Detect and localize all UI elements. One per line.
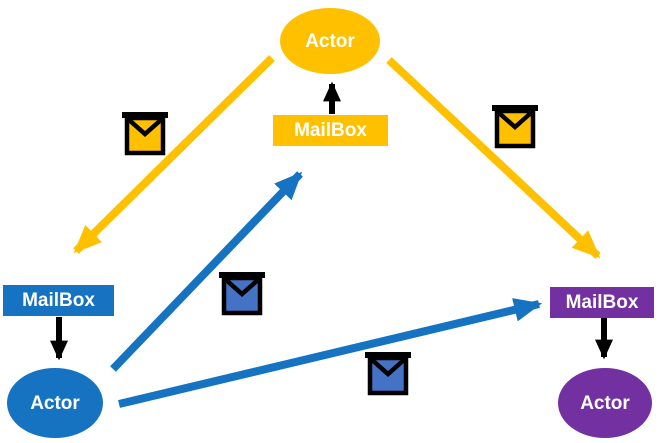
actor-label: Actor [30, 392, 80, 414]
actor-node-blue: Actor [7, 368, 103, 438]
actor-label: Actor [305, 30, 355, 52]
message-arrow-gold-to-right-mailbox [386, 57, 601, 259]
actor-node-purple: Actor [558, 368, 652, 438]
envelope-icon [492, 105, 538, 149]
mailbox-label: MailBox [294, 120, 367, 141]
message-arrow-blue-to-top-mailbox [110, 171, 303, 372]
envelope-icon [122, 112, 168, 156]
envelope-icon [365, 352, 411, 396]
actor-label: Actor [580, 392, 630, 414]
message-arrow-gold-to-left-mailbox [73, 55, 275, 254]
mailbox-label: MailBox [565, 292, 639, 313]
mailbox-node-purple: MailBox [550, 287, 654, 318]
envelope-icon [219, 272, 265, 316]
actor-node-gold: Actor [280, 8, 380, 74]
mailbox-label: MailBox [22, 290, 95, 311]
message-arrow-blue-to-right-mailbox [118, 298, 543, 408]
mailbox-node-gold: MailBox [273, 115, 388, 146]
mailbox-node-blue: MailBox [3, 285, 114, 316]
